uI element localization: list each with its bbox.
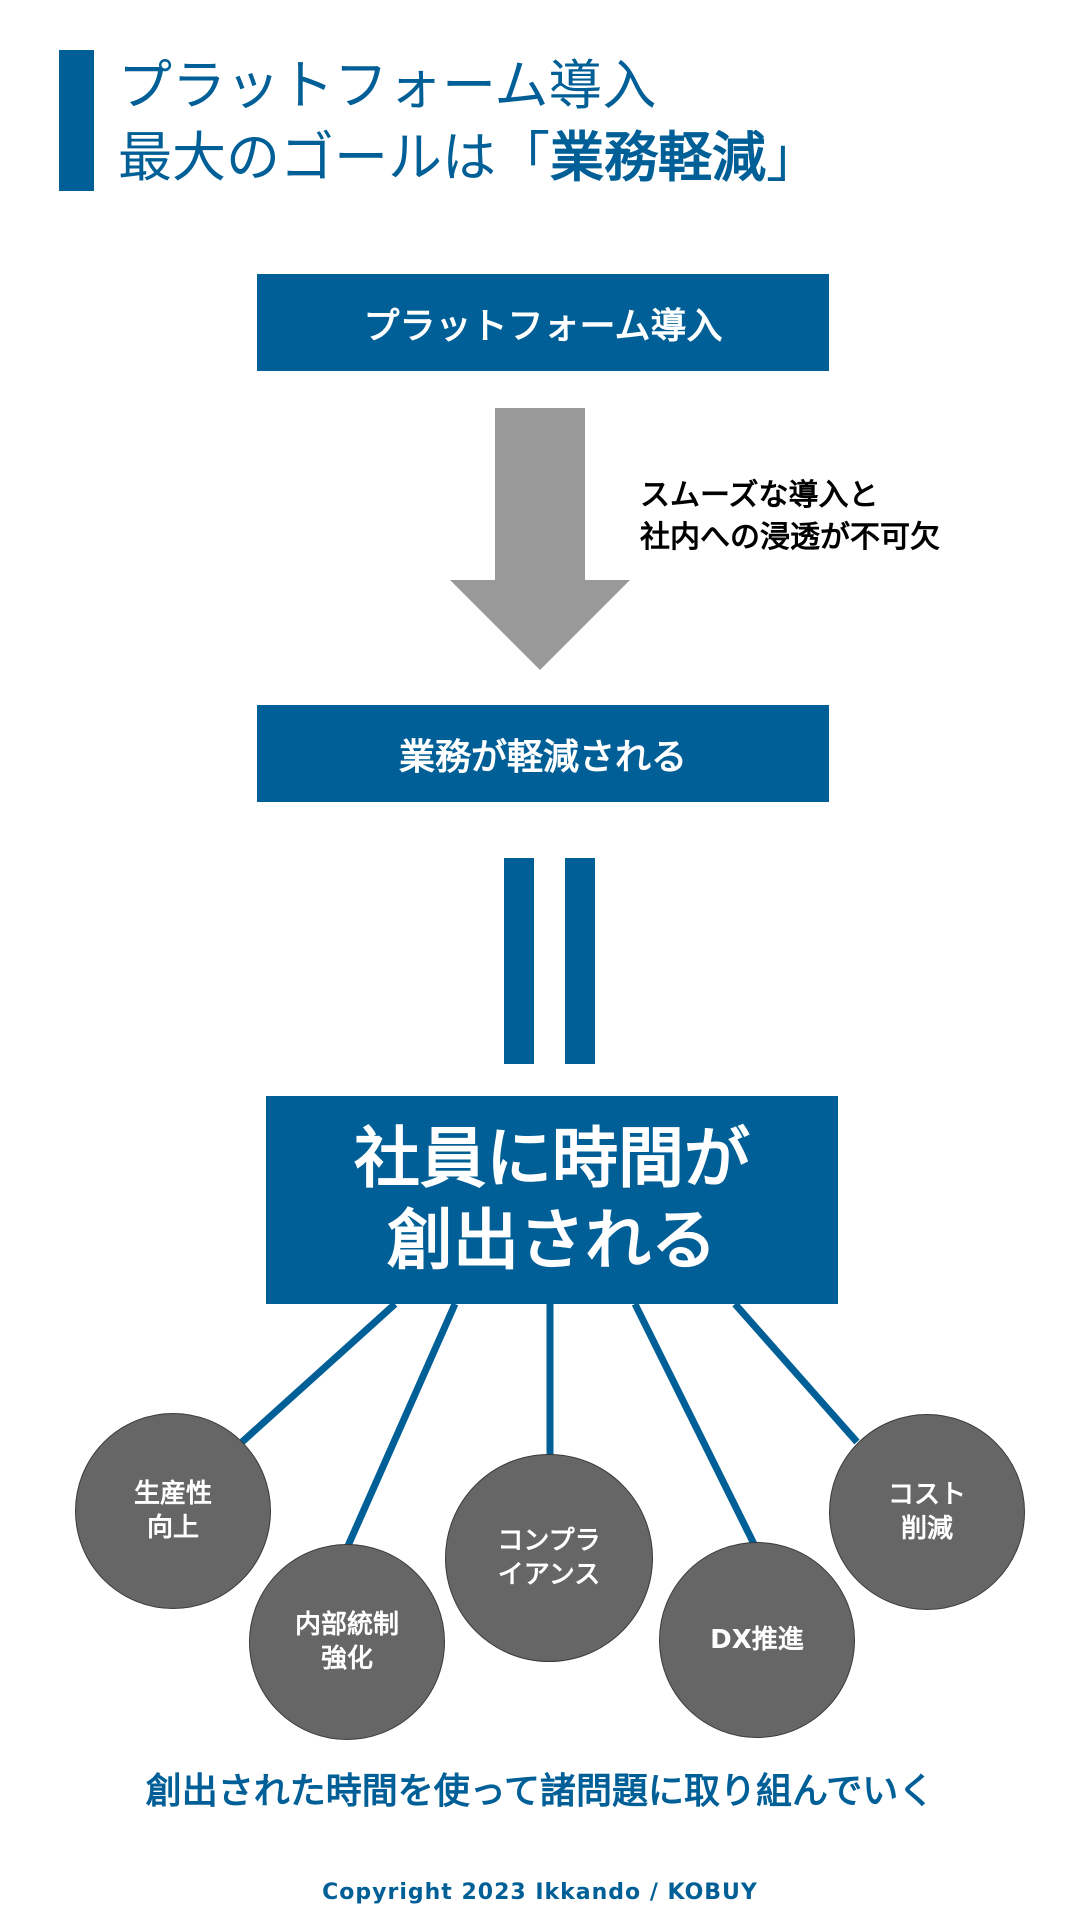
benefit-internal-control: 内部統制 強化 xyxy=(249,1544,445,1740)
benefit-label: 向上 xyxy=(146,1513,199,1543)
connector-productivity xyxy=(239,1301,398,1445)
equals-icon-right-bar xyxy=(565,858,595,1064)
title-emphasis: 業務軽減 xyxy=(550,126,766,189)
benefit-cost-reduction: コスト 削減 xyxy=(829,1414,1025,1610)
copyright: Copyright 2023 Ikkando / KOBUY xyxy=(322,1880,758,1905)
requirement-note: スムーズな導入と 社内への浸透が不可欠 xyxy=(640,475,940,559)
step-workload-reduced: 業務が軽減される xyxy=(257,705,829,802)
benefit-productivity: 生産性 向上 xyxy=(75,1413,271,1609)
requirement-note-line-1: スムーズな導入と xyxy=(640,478,879,513)
connector-dx xyxy=(631,1302,759,1548)
result-line-2: 創出される xyxy=(387,1202,717,1279)
down-arrow-icon xyxy=(450,408,630,670)
equals-icon-left-bar xyxy=(504,858,534,1064)
title-line-2: 最大のゴールは「業務軽減」 xyxy=(118,122,820,194)
step-platform-introduction: プラットフォーム導入 xyxy=(257,274,829,371)
benefit-compliance: コンプラ イアンス xyxy=(445,1454,653,1662)
title-line-2-suffix: 」 xyxy=(766,126,820,189)
closing-message: 創出された時間を使って諸問題に取り組んでいく xyxy=(145,1771,935,1812)
title-accent-bar xyxy=(59,50,94,191)
benefit-label: コスト xyxy=(887,1480,966,1510)
benefit-label: 生産性 xyxy=(133,1479,212,1509)
benefit-label: コンプラ xyxy=(497,1526,601,1556)
benefit-dx: DX推進 xyxy=(659,1542,855,1738)
benefit-label: DX推進 xyxy=(710,1625,804,1655)
title-line-1: プラットフォーム導入 xyxy=(118,54,657,117)
page-title: プラットフォーム導入 最大のゴールは「業務軽減」 xyxy=(118,50,820,194)
benefit-label: 強化 xyxy=(320,1644,373,1674)
requirement-note-line-2: 社内への浸透が不可欠 xyxy=(640,520,940,555)
benefit-label: 内部統制 xyxy=(294,1610,399,1640)
result-time-created: 社員に時間が 創出される xyxy=(266,1096,838,1304)
connector-cost xyxy=(732,1301,860,1445)
title-line-2-prefix: 最大のゴールは「 xyxy=(118,126,550,189)
benefit-label: イアンス xyxy=(497,1560,601,1590)
benefit-label: 削減 xyxy=(900,1514,953,1544)
result-line-1: 社員に時間が xyxy=(354,1120,750,1197)
connector-internal-control xyxy=(343,1302,459,1550)
